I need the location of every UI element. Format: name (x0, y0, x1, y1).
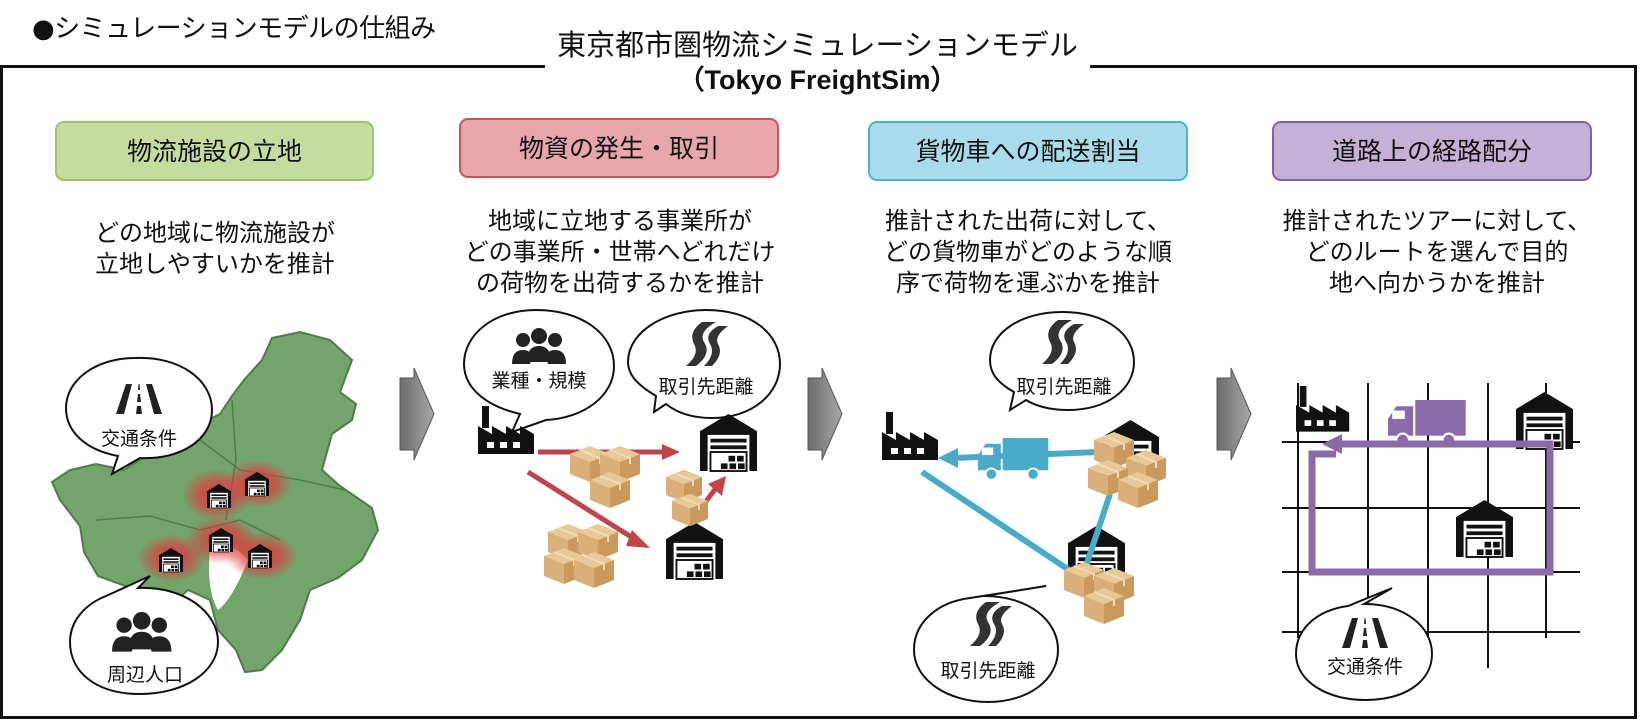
title-main: 東京都市圏物流シミュレーションモデル (557, 28, 1078, 62)
step-3-header: 貨物車への配送割当 (868, 121, 1188, 181)
arrow-right-icon (399, 367, 435, 461)
step-1-description: どの地域に物流施設が 立地しやすいかを推計 (55, 218, 375, 280)
step-3-description: 推計された出荷に対して、 どの貨物車がどのような順 序で荷物を運ぶかを推計 (853, 206, 1203, 299)
arrow-right-icon (807, 367, 843, 461)
distance-label-2: 取引先距離 (1016, 376, 1112, 398)
step-2-desc-line: の荷物を出荷するかを推計 (476, 269, 764, 297)
traffic-conditions-label: 交通条件 (100, 428, 177, 450)
step-4-description: 推計されたツアーに対して、 どのルートを選んで目的 地へ向かうかを推計 (1262, 206, 1612, 299)
step-2-description: 地域に立地する事業所が どの事業所・世帯へどれだけ の荷物を出荷するかを推計 (445, 206, 795, 299)
title-sub: （Tokyo FreightSim） (677, 65, 958, 95)
step-4-desc-line: 推計されたツアーに対して、 (1282, 207, 1592, 235)
diagram-title: 東京都市圏物流シミュレーションモデル （Tokyo FreightSim） (545, 28, 1090, 104)
step-3-desc-line: どの貨物車がどのような順 (884, 238, 1172, 266)
step-1-header: 物流施設の立地 (55, 121, 374, 181)
traffic-conditions-label-2: 交通条件 (1326, 656, 1403, 678)
step-4-desc-line: どのルートを選んで目的 (1305, 238, 1569, 266)
distance-label-3: 取引先距離 (940, 660, 1036, 682)
step-3-desc-line: 序で荷物を運ぶかを推計 (896, 269, 1160, 297)
section-heading: ●シミュレーションモデルの仕組み (32, 14, 436, 44)
step-2-header: 物資の発生・取引 (459, 118, 779, 178)
step-3-desc-line: 推計された出荷に対して、 (884, 207, 1172, 235)
step-2-desc-line: 地域に立地する事業所が (488, 207, 752, 235)
step-4-desc-line: 地へ向かうかを推計 (1329, 269, 1545, 297)
distance-label-1: 取引先距離 (658, 376, 754, 398)
step-1-desc-line: 立地しやすいかを推計 (95, 250, 335, 278)
population-label: 周辺人口 (106, 664, 183, 686)
step-1-desc-line: どの地域に物流施設が (95, 219, 335, 247)
industry-scale-label: 業種・規模 (491, 370, 587, 392)
step-4-header: 道路上の経路配分 (1272, 121, 1592, 181)
arrow-right-icon (1216, 367, 1252, 461)
step-2-desc-line: どの事業所・世帯へどれだけ (464, 238, 776, 266)
